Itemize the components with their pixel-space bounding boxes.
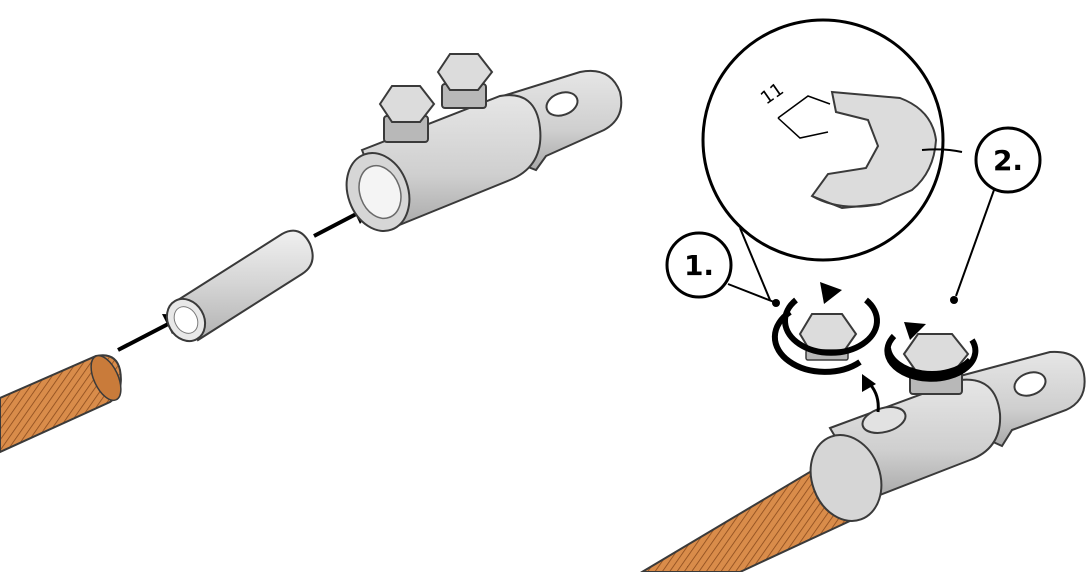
lift-arrow-icon: [862, 374, 878, 412]
step-1-label: 1.: [684, 249, 714, 282]
step-2-label: 2.: [993, 144, 1023, 177]
cable-lug-left: [336, 54, 621, 240]
adapter-sleeve: [159, 231, 312, 348]
copper-cable-left: [0, 351, 127, 452]
cable-lug-right: [799, 334, 1085, 531]
